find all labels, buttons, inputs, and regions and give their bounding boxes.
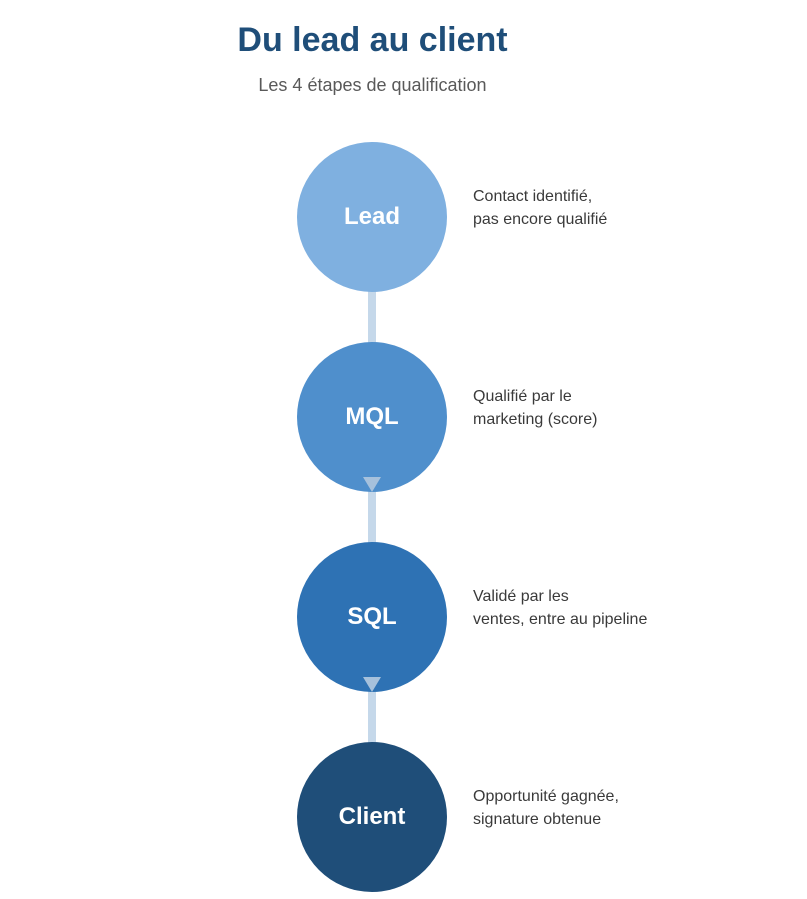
- stage-circle-client: Client: [297, 742, 447, 892]
- stage-label: Lead: [343, 203, 400, 230]
- arrow-down-icon: [363, 677, 381, 692]
- stage-description-line: Validé par les: [473, 588, 569, 605]
- stage-description-line: Opportunité gagnée,: [473, 788, 619, 805]
- stage-description-line: marketing (score): [473, 411, 598, 428]
- stage-description: Contact identifié, pas encore qualifié: [473, 185, 607, 231]
- connector-line: [368, 484, 376, 548]
- page-title: Du lead au client: [237, 21, 508, 59]
- stage-description-line: pas encore qualifié: [473, 211, 608, 228]
- stage-circle-sql: SQL: [297, 542, 447, 692]
- stage-description: Qualifié par le marketing (score): [473, 385, 597, 431]
- connector-line: [368, 684, 376, 748]
- arrow-down-icon: [363, 477, 381, 492]
- stage-description-line: Qualifié par le: [473, 388, 572, 405]
- stage-description-line: signature obtenue: [473, 811, 602, 828]
- stage-circle-lead: Lead: [297, 142, 447, 292]
- stage-circle-mql: MQL: [297, 342, 447, 492]
- stage-description-line: ventes, entre au pipeline: [473, 611, 648, 628]
- stage-description: Validé par les ventes, entre au pipeline: [473, 585, 647, 631]
- stage-label: MQL: [345, 403, 399, 430]
- stage-description-line: Contact identifié,: [473, 188, 593, 205]
- connector-line: [368, 284, 376, 348]
- stage-label: Client: [338, 803, 406, 830]
- stage-description: Opportunité gagnée, signature obtenue: [473, 785, 619, 831]
- stage-label: SQL: [347, 603, 397, 630]
- page-subtitle: Les 4 étapes de qualification: [258, 75, 487, 95]
